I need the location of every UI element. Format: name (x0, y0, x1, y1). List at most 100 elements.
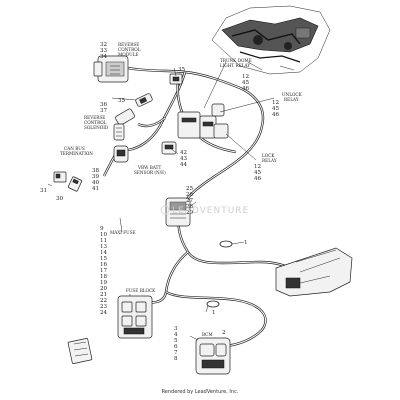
callout-number: 9 (100, 226, 104, 232)
callout-lock-relay: LOCK RELAY 12 45 46 (254, 153, 277, 182)
callout-unlock-relay: UNLOCK RELAY 12 45 46 (272, 92, 303, 118)
clip-1-upper (219, 240, 233, 248)
component-label: RELAY (284, 97, 299, 102)
component-label: VBW BATT (137, 165, 161, 170)
callout-number: 15 (100, 256, 108, 262)
callout-number: 3 (174, 326, 178, 332)
connector-31 (47, 171, 67, 187)
callout-number: 45 (272, 106, 280, 112)
callout-number: 18 (100, 274, 108, 280)
callout-reverse-control-module: 32 33 34 REVERSE CONTROL MODULE (100, 42, 141, 60)
fuse-plug (67, 337, 93, 365)
callout-35-top: 35 (178, 67, 186, 73)
callout-number: 6 (174, 344, 178, 350)
callout-number: 8 (174, 356, 178, 362)
leader-lines (111, 61, 275, 341)
callout-number: 36 (100, 102, 108, 108)
callout-number: 24 (100, 310, 108, 316)
callout-number: 46 (254, 176, 262, 182)
callout-bcm: 3 4 5 6 7 8 2 BCM (174, 326, 226, 362)
footer-credit: Rendered by LeadVenture, Inc. (162, 389, 239, 395)
component-label: TRUNK DOME (220, 58, 252, 63)
callout-vbw-batt-sensor: 42 43 44 VBW BATT SENSOR (N/E) (134, 150, 188, 175)
callout-reverse-control-solenoid: 36 37 REVERSE CONTROL SOLENOID (84, 102, 109, 130)
callout-number: 25 (186, 186, 194, 192)
component-label: MODULE (118, 52, 138, 57)
fuse-block (117, 295, 153, 339)
callout-number: 13 (100, 244, 108, 250)
watermark-text: LEADVENTURE (172, 206, 249, 216)
clip-1-lower (206, 300, 220, 308)
callout-number: 7 (174, 350, 178, 356)
callout-number: 44 (180, 162, 188, 168)
callout-1-upper: 1 (244, 240, 248, 246)
reverse-control-module (93, 55, 129, 83)
callout-number: 12 (254, 164, 262, 170)
component-label: REVERSE (84, 115, 105, 120)
callout-trunk-dome-relay: TRUNK DOME LIGHT RELAY 12 45 46 (220, 58, 252, 92)
component-label: CONTROL (84, 120, 107, 125)
frame-bracket (275, 247, 353, 297)
vbw-batt-sensor (161, 141, 177, 155)
callout-31: 31 (40, 188, 47, 194)
can-bus-termination (113, 145, 129, 163)
connector-30 (67, 176, 83, 192)
callout-1-lower: 1 (212, 310, 216, 316)
callout-maxi-fuse: 25 26 27 28 29 MAXI FUSE (110, 186, 194, 235)
callout-number: 33 (100, 48, 108, 54)
callout-number: 34 (100, 54, 108, 60)
callout-number: 39 (92, 174, 100, 180)
callout-number: 20 (100, 286, 108, 292)
component-label: RELAY (262, 158, 277, 163)
motorcycle-inset-icon (211, 5, 331, 75)
component-label: CONTROL (118, 47, 141, 52)
connector-35-top (169, 73, 183, 85)
callout-left-stack: 9 10 11 13 14 15 16 17 18 19 20 21 22 23… (100, 226, 108, 316)
callout-number: 17 (100, 268, 108, 274)
callout-number: 40 (92, 180, 100, 186)
component-label: CAN BUS (64, 146, 85, 151)
component-label: REVERSE (118, 42, 139, 47)
callout-number: 12 (272, 100, 280, 106)
callout-number: 28 (186, 204, 194, 210)
callout-number: 14 (100, 250, 108, 256)
callout-number: 27 (186, 198, 194, 204)
callout-number: 45 (254, 170, 262, 176)
callout-35-left: 35 (118, 98, 126, 104)
callout-number: 2 (222, 330, 226, 336)
callout-number: 26 (186, 192, 194, 198)
maxi-fuse-assembly (165, 197, 191, 227)
bcm-module (195, 337, 231, 375)
component-label: LIGHT RELAY (220, 63, 250, 68)
callout-number: 12 (242, 74, 250, 80)
callout-number: 43 (180, 156, 188, 162)
callout-number: 10 (100, 232, 108, 238)
callout-number: 11 (100, 238, 107, 244)
callout-30: 30 (56, 196, 64, 202)
callout-number: 4 (174, 332, 178, 338)
callout-number: 5 (174, 338, 178, 344)
component-label: TERMINATION (60, 151, 93, 156)
callout-number: 37 (100, 108, 108, 114)
callout-number: 32 (100, 42, 108, 48)
component-label: BCM (202, 332, 213, 337)
callout-number: 19 (100, 280, 108, 286)
callout-number: 29 (186, 210, 194, 216)
component-label: MAXI FUSE (110, 230, 136, 235)
watermark: LEADVENTURE (160, 205, 249, 216)
callout-number: 16 (100, 262, 108, 268)
callout-can-bus-termination: CAN BUS TERMINATION 38 39 40 41 (60, 146, 100, 192)
callout-number: 23 (100, 304, 108, 310)
reverse-control-solenoid (113, 108, 135, 141)
component-label: SENSOR (N/E) (134, 170, 166, 175)
callout-number: 45 (242, 80, 250, 86)
fuse-block-label: FUSE BLOCK (126, 288, 156, 293)
component-label: LOCK (262, 153, 275, 158)
callout-number: 22 (100, 298, 108, 304)
callout-number: 42 (180, 150, 188, 156)
component-label: SOLENOID (84, 125, 109, 130)
callout-number: 41 (92, 186, 99, 192)
relay-cluster (177, 103, 229, 139)
component-label: UNLOCK (282, 92, 303, 97)
